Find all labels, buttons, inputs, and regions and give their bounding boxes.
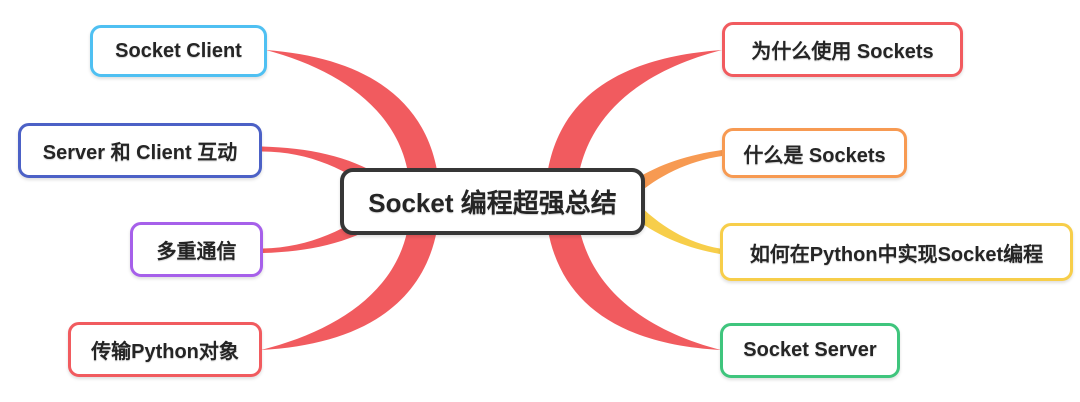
node-why-use-sockets[interactable]: 为什么使用 Sockets <box>722 22 963 77</box>
node-socket-server[interactable]: Socket Server <box>720 323 900 378</box>
node-what-are-sockets[interactable]: 什么是 Sockets <box>722 128 907 178</box>
node-central-topic[interactable]: Socket 编程超强总结 <box>340 168 645 235</box>
node-transfer-python-objects[interactable]: 传输Python对象 <box>68 322 262 377</box>
connector-left-crescent-icon <box>261 50 440 350</box>
node-server-client-interaction[interactable]: Server 和 Client 互动 <box>18 123 262 178</box>
node-multi-communication[interactable]: 多重通信 <box>130 222 263 277</box>
node-implement-socket-python[interactable]: 如何在Python中实现Socket编程 <box>720 223 1073 281</box>
connector-right-crescent-icon <box>545 50 722 350</box>
node-socket-client[interactable]: Socket Client <box>90 25 267 77</box>
